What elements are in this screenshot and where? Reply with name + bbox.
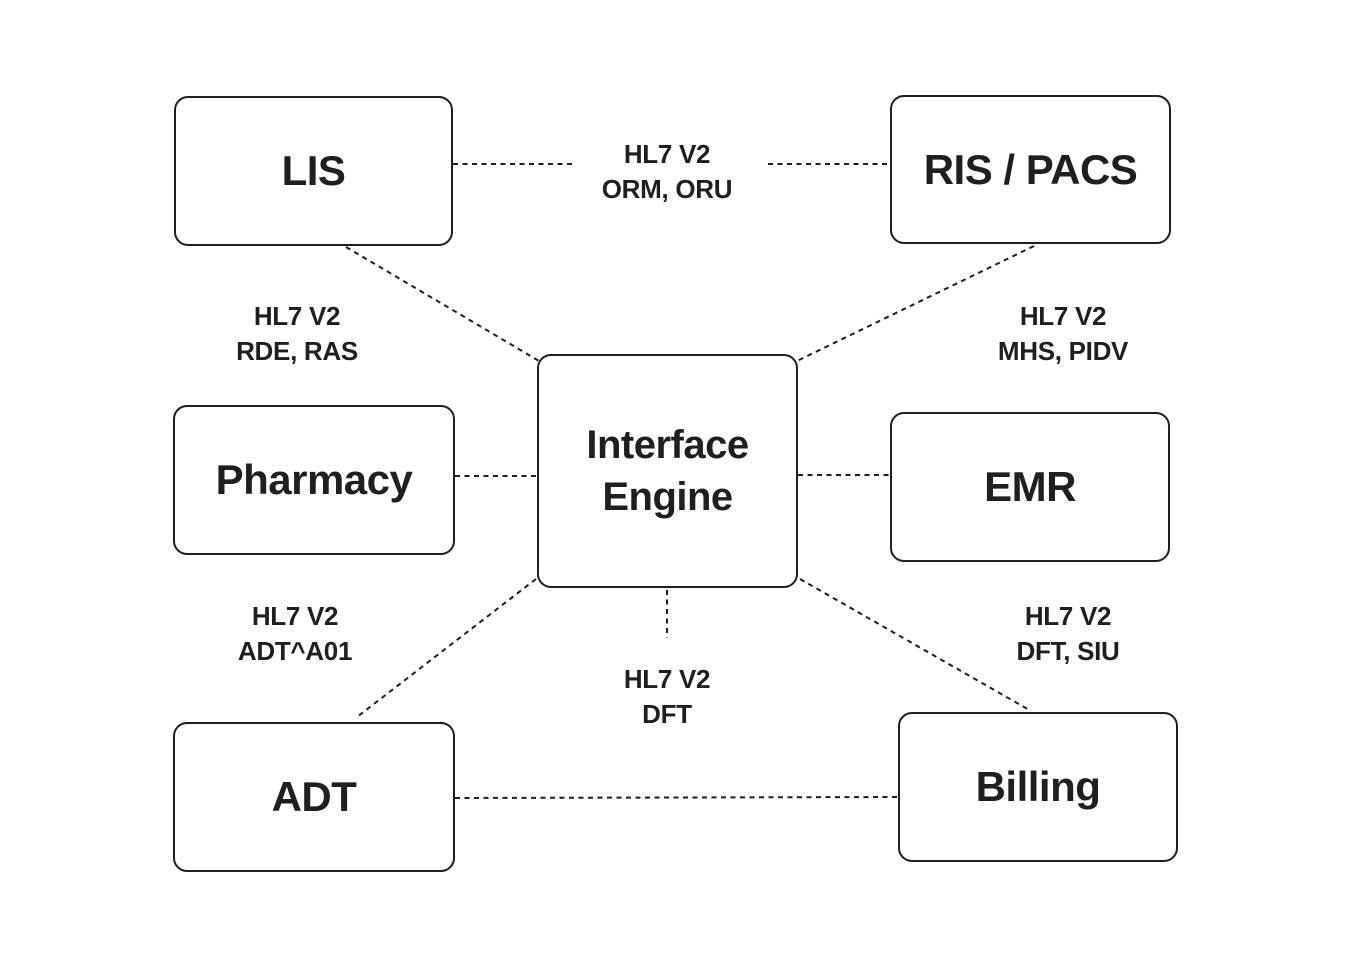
edge-label-orm-oru-line1: HL7 V2 (623, 139, 711, 169)
node-lis: LIS (174, 96, 453, 246)
edge-label-mhs-pidv: HL7 V2 MHS, PIDV (991, 299, 1135, 369)
edge-adt-to-billing (454, 796, 899, 799)
edge-engine-to-adt (356, 578, 537, 718)
edge-label-orm-oru: HL7 V2 ORM, ORU (595, 137, 739, 207)
edge-label-dft-siu-line1: HL7 V2 (1024, 601, 1112, 631)
node-pharmacy: Pharmacy (173, 405, 455, 555)
node-emr: EMR (890, 412, 1170, 562)
edge-label-dft-siu-line2: DFT, SIU (1016, 636, 1120, 666)
edge-engine-to-billing (799, 578, 1032, 712)
edge-label-adt-a01-line2: ADT^A01 (237, 636, 353, 666)
edge-label-mhs-pidv-line1: HL7 V2 (1019, 301, 1107, 331)
edge-label-adt-a01-line1: HL7 V2 (251, 601, 339, 631)
edge-label-dft-line2: DFT (642, 699, 692, 729)
node-interface-engine: Interface Engine (537, 354, 798, 588)
edge-label-rde-ras-line2: RDE, RAS (236, 336, 358, 366)
edge-label-orm-oru-line2: ORM, ORU (601, 174, 733, 204)
edge-lis-to-engine (345, 246, 540, 362)
node-interface-engine-label: Interface Engine (586, 419, 749, 523)
node-billing-label: Billing (975, 763, 1101, 810)
node-adt-label: ADT (271, 773, 357, 820)
node-lis-label: LIS (281, 147, 346, 194)
edge-label-rde-ras-line1: HL7 V2 (253, 301, 341, 331)
node-emr-label: EMR (984, 463, 1076, 510)
node-adt: ADT (173, 722, 455, 872)
edge-label-dft: HL7 V2 DFT (617, 662, 717, 732)
node-ris-pacs: RIS / PACS (890, 95, 1171, 244)
edge-label-mhs-pidv-line2: MHS, PIDV (997, 336, 1129, 366)
node-interface-engine-line1: Interface (586, 423, 749, 467)
node-ris-pacs-label: RIS / PACS (923, 145, 1138, 193)
node-pharmacy-label: Pharmacy (215, 456, 413, 503)
edge-label-rde-ras: HL7 V2 RDE, RAS (230, 299, 364, 369)
edge-label-adt-a01: HL7 V2 ADT^A01 (231, 599, 359, 669)
node-billing: Billing (898, 712, 1178, 862)
edge-label-dft-line1: HL7 V2 (623, 664, 711, 694)
node-interface-engine-line2: Engine (602, 475, 733, 519)
edge-label-dft-siu: HL7 V2 DFT, SIU (1010, 599, 1126, 669)
